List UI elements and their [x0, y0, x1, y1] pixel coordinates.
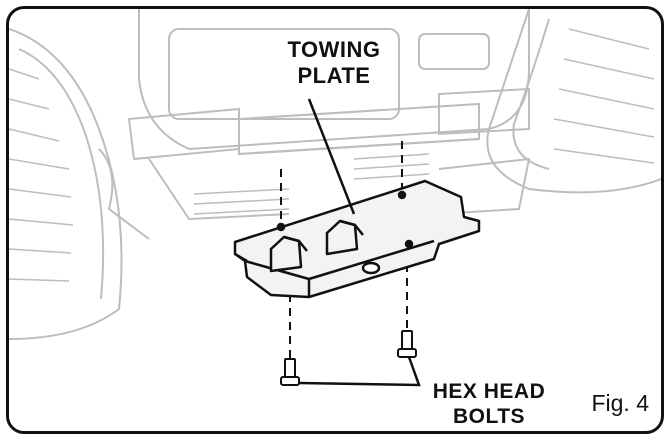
towing-plate-label-line2: PLATE [297, 63, 371, 88]
figure-label: Fig. 4 [591, 390, 649, 416]
towing-plate-icon [233, 179, 481, 299]
mounting-guide-lines [280, 141, 408, 359]
diagram-canvas [9, 9, 661, 387]
towing-plate-leader-line [307, 98, 356, 215]
hex-head-bolt-icon [280, 330, 417, 386]
hex-head-bolts-label: HEX HEAD BOLTS [425, 379, 553, 429]
mower-rear-illustration [9, 9, 661, 340]
figure-frame: TOWING PLATE HEX HEAD BOLTS Fig. 4 [6, 6, 664, 434]
hex-head-bolts-label-line2: BOLTS [452, 405, 526, 428]
towing-plate-label-line1: TOWING [287, 37, 381, 62]
hex-head-bolts-label-line1: HEX HEAD [432, 380, 546, 403]
towing-plate-label: TOWING PLATE [271, 37, 397, 89]
bolts-leader-line [298, 356, 421, 387]
